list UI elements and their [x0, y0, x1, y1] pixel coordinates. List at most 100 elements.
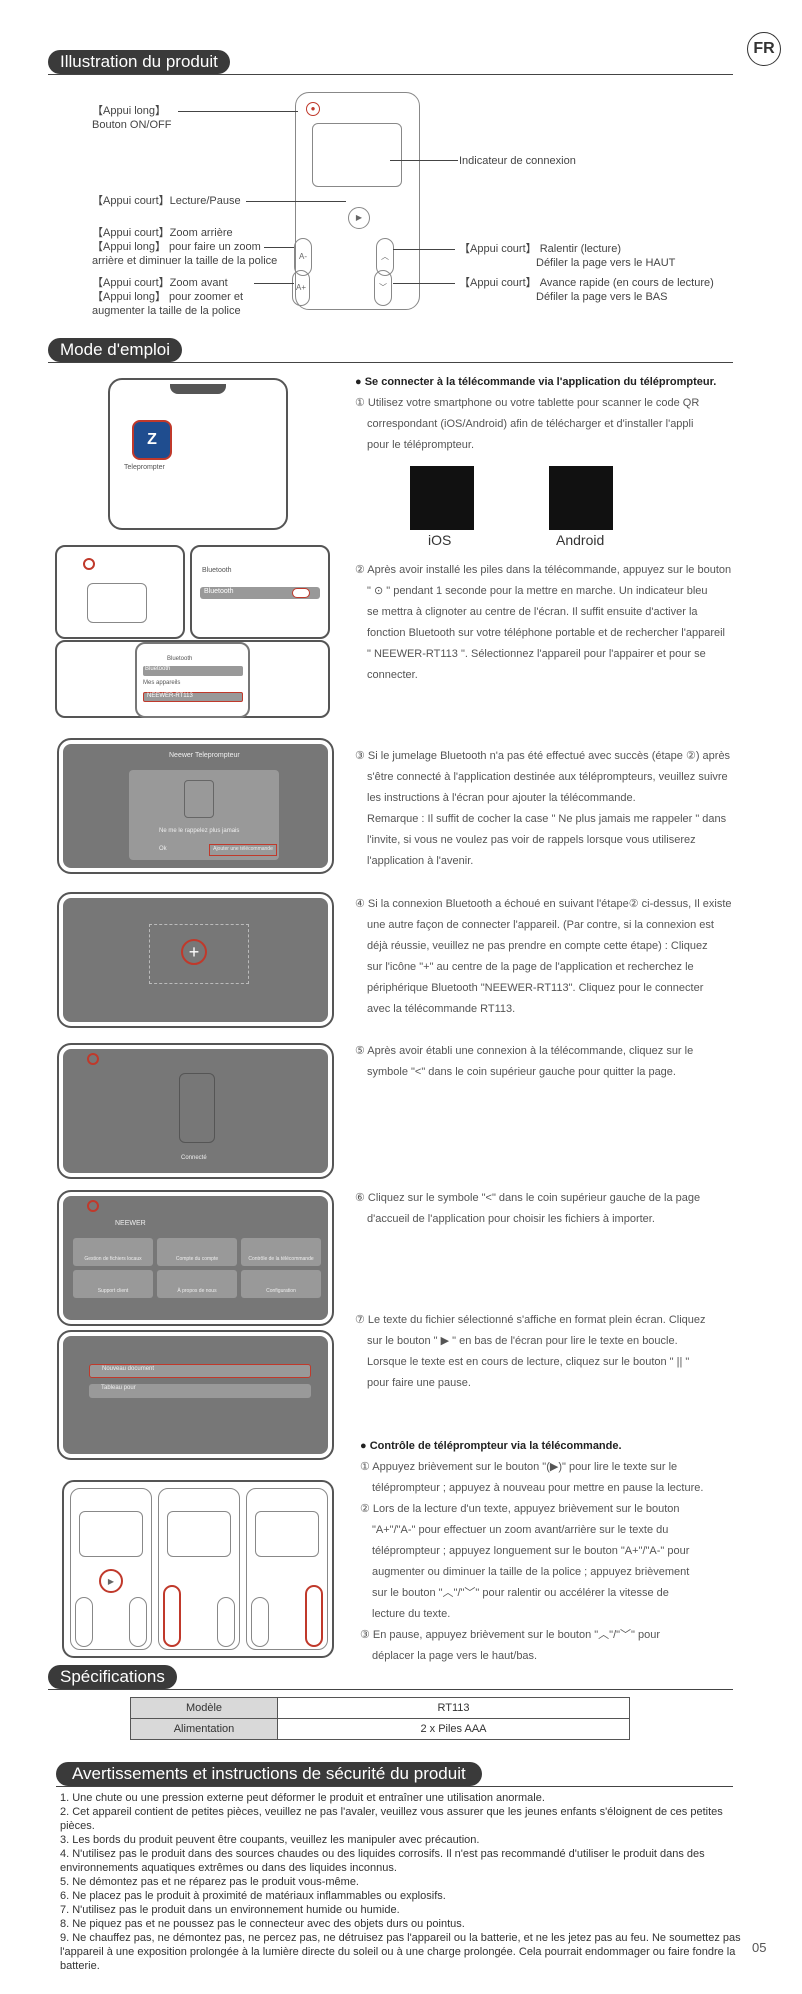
indicator-screen [312, 123, 402, 187]
label-zoomout-1: 【Appui court】Zoom arrière [92, 227, 233, 239]
dialog-title: Neewer Teleprompteur [169, 752, 240, 759]
divider [48, 362, 733, 363]
step1-line: ① Utilisez votre smartphone ou votre tab… [355, 397, 700, 409]
spec-key: Modèle [130, 1697, 278, 1719]
app-name-label: Teleprompter [124, 464, 165, 471]
callout-line [264, 247, 294, 248]
callout-line [393, 249, 455, 250]
file-name-1: Nouveau document [102, 1366, 155, 1372]
section-title-mode: Mode d'emploi [48, 338, 183, 362]
bt-toggle-icon [292, 588, 310, 598]
device-row: NEEWER-RT113 [143, 692, 243, 702]
dont-remind-checkbox: Ne me le rappelez plus jamais [159, 828, 240, 834]
step3-line: s'être connecté à l'application destinée… [367, 771, 728, 783]
divider [48, 74, 733, 75]
zoom-buttons-highlight-icon [163, 1585, 181, 1647]
plus-icon: + [181, 939, 207, 965]
spec-key: Alimentation [130, 1718, 278, 1740]
zoom-in-button-icon: A+ [292, 270, 310, 306]
control3-line: déplacer la page vers le haut/bas. [372, 1650, 538, 1662]
step1-line: correspondant (iOS/Android) afin de télé… [367, 418, 694, 430]
language-badge: FR [747, 32, 781, 66]
warning-item: 3. Les bords du produit peuvent être cou… [60, 1834, 480, 1846]
warning-item: 4. N'utilisez pas le produit dans des so… [60, 1848, 705, 1874]
control1-line: ① Appuyez brièvement sur le bouton "(▶)"… [360, 1461, 678, 1473]
bt-title: Bluetooth [202, 567, 232, 574]
label-power-onoff: Bouton ON/OFF [92, 119, 172, 131]
label-up-1: 【Appui court】 Ralentir (lecture) [459, 243, 622, 255]
step4-line: périphérique Bluetooth "NEEWER-RT113". C… [367, 982, 704, 994]
step7-line: pour faire une pause. [367, 1377, 471, 1389]
tile-remote: Contrôle de la télécommande [241, 1238, 321, 1266]
step4-line: avec la télécommande RT113. [367, 1003, 516, 1015]
step5-line: ⑤ Après avoir établi une connexion à la … [355, 1045, 694, 1057]
warning-item: 7. N'utilisez pas le produit dans un env… [60, 1904, 400, 1916]
step3-line: l'invite, si vous ne voulez pas voir de … [367, 834, 696, 846]
section-title-warnings: Avertissements et instructions de sécuri… [56, 1762, 482, 1786]
tile-account: Compte du compte [157, 1238, 237, 1266]
step5-line: symbole "<" dans le coin supérieur gauch… [367, 1066, 676, 1078]
control2-line: lecture du texte. [372, 1608, 451, 1620]
section-title-specs: Spécifications [48, 1665, 177, 1689]
connected-status: Connecté [181, 1155, 207, 1161]
label-zoomin-1: 【Appui court】Zoom avant [92, 277, 228, 289]
phone-mockup-device: Bluetooth Bluetooth Mes appareils NEEWER… [55, 640, 330, 718]
control2-line: téléprompteur ; appuyez longuement sur l… [372, 1545, 690, 1557]
control-title: ● Contrôle de téléprompteur via la téléc… [360, 1440, 622, 1452]
connect-title-text: Se connecter à la télécommande via l'app… [364, 376, 717, 388]
remotes-mockup: ▶ [62, 1480, 334, 1658]
callout-line [246, 201, 346, 202]
speed-buttons-highlight-icon [305, 1585, 323, 1647]
tile-config: Configuration [241, 1270, 321, 1298]
label-zoomout-2: 【Appui long】 pour faire un zoom [92, 241, 261, 253]
phone-mockup-connected: Connecté [57, 1043, 334, 1179]
add-remote-button: Ajouter une télécommande [209, 844, 277, 856]
label-up-2: Défiler la page vers le HAUT [536, 257, 676, 269]
connect-title: ● Se connecter à la télécommande via l'a… [355, 376, 717, 388]
callout-line [390, 160, 458, 161]
step3-line: ③ Si le jumelage Bluetooth n'a pas été e… [355, 750, 731, 762]
phone-mockup-home: NEEWER Gestion de fichiers locaux Compte… [57, 1190, 334, 1326]
step2-line: ② Après avoir installé les piles dans la… [355, 564, 732, 576]
step4-line: sur l'icône "+" au centre de la page de … [367, 961, 694, 973]
step4-line: ④ Si la connexion Bluetooth a échoué en … [355, 898, 732, 910]
phone-mockup-files: Nouveau document Tableau pour [57, 1330, 334, 1460]
warnings-list: 1. Une chute ou une pression externe peu… [60, 1791, 750, 1973]
qr-code-ios [410, 466, 474, 530]
play-pause-button-icon: ▶ [348, 207, 370, 229]
power-button-icon: ● [306, 102, 320, 116]
control2-line: ② Lors de la lecture d'un texte, appuyez… [360, 1503, 680, 1515]
phone-mockup-dialog: Neewer Teleprompteur Ne me le rappelez p… [57, 738, 334, 874]
back-icon [87, 1200, 99, 1212]
app-icon: Z [132, 420, 172, 460]
file-row-selected: Nouveau document [89, 1364, 311, 1378]
my-devices-label: Mes appareils [143, 680, 181, 686]
step3-line: Remarque : Il suffit de cocher la case "… [367, 813, 727, 825]
label-play-pause: 【Appui court】Lecture/Pause [92, 195, 241, 207]
tile-about: À propos de nous [157, 1270, 237, 1298]
tile-local-files: Gestion de fichiers locaux [73, 1238, 153, 1266]
table-row: Modèle RT113 [130, 1697, 630, 1719]
brand-label: NEEWER [115, 1220, 146, 1227]
step2-line: se mettra à clignoter au centre de l'écr… [367, 606, 698, 618]
spec-value: RT113 [277, 1697, 630, 1719]
label-power-long: 【Appui long】 [92, 105, 166, 117]
label-down-1: 【Appui court】 Avance rapide (en cours de… [459, 277, 714, 289]
qr-code-android [549, 466, 613, 530]
warning-item: 2. Cet appareil contient de petites pièc… [60, 1806, 723, 1832]
control1-line: téléprompteur ; appuyez à nouveau pour m… [372, 1482, 704, 1494]
bt-label: Bluetooth [145, 666, 171, 672]
control-title-text: Contrôle de téléprompteur via la télécom… [369, 1440, 622, 1452]
phone-mockup-bluetooth: Bluetooth Bluetooth [190, 545, 330, 639]
page-number: 05 [752, 1940, 767, 1955]
bt-title: Bluetooth [167, 656, 193, 662]
warning-item: 1. Une chute ou une pression externe peu… [60, 1792, 545, 1804]
table-row: Alimentation 2 x Piles AAA [130, 1718, 630, 1740]
spec-table: Modèle RT113 Alimentation 2 x Piles AAA [130, 1697, 630, 1740]
divider [56, 1786, 733, 1787]
callout-line [393, 283, 455, 284]
step3-line: les instructions à l'écran pour ajouter … [367, 792, 636, 804]
step7-line: ⑦ Le texte du fichier sélectionné s'affi… [355, 1314, 706, 1326]
warning-item: 9. Ne chauffez pas, ne démontez pas, ne … [60, 1932, 741, 1972]
step7-line: Lorsque le texte est en cours de lecture… [367, 1356, 690, 1368]
